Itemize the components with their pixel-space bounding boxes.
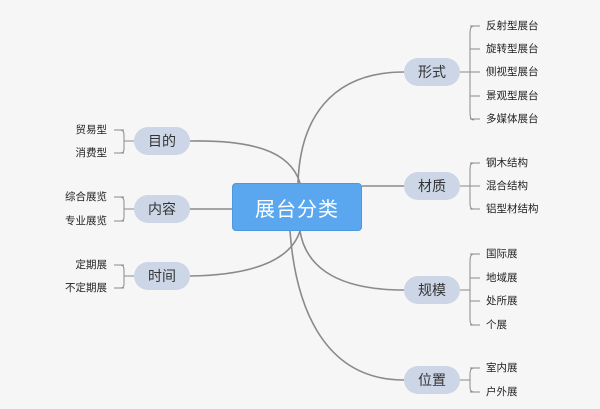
leaf-form-multimedia[interactable]: 多媒体展台 [486, 113, 539, 125]
leaf-content-professional[interactable]: 专业展览 [65, 215, 107, 227]
leaf-material-aluminum[interactable]: 铝型材结构 [486, 203, 539, 215]
leaf-scale-regional[interactable]: 地域展 [486, 272, 518, 284]
leaf-form-sideview[interactable]: 侧视型展台 [486, 66, 539, 78]
leaf-location-indoor[interactable]: 室内展 [486, 362, 518, 374]
leaf-scale-solo[interactable]: 个展 [486, 319, 507, 331]
leaf-time-irregular[interactable]: 不定期展 [65, 282, 107, 294]
leaf-time-regular[interactable]: 定期展 [75, 259, 108, 271]
branch-scale[interactable]: 规模 [404, 276, 460, 304]
branch-form[interactable]: 形式 [404, 58, 460, 86]
branch-location[interactable]: 位置 [404, 366, 460, 394]
branch-purpose[interactable]: 目的 [134, 127, 190, 155]
leaf-material-mixed[interactable]: 混合结构 [486, 180, 528, 192]
leaf-scale-venue[interactable]: 处所展 [486, 295, 518, 307]
leaf-material-steel-wood[interactable]: 钢木结构 [486, 157, 528, 169]
leaf-purpose-consumer[interactable]: 消费型 [75, 147, 108, 159]
branch-content[interactable]: 内容 [134, 195, 190, 223]
link-root-location [289, 230, 405, 381]
leaf-form-rotating[interactable]: 旋转型展台 [486, 43, 539, 55]
leaf-location-outdoor[interactable]: 户外展 [486, 386, 518, 398]
leaf-form-reflective[interactable]: 反射型展台 [486, 20, 539, 32]
branch-time[interactable]: 时间 [134, 262, 190, 290]
root-node[interactable]: 展台分类 [232, 183, 362, 231]
link-root-form [297, 71, 405, 184]
link-root-purpose [189, 140, 301, 184]
leaf-content-comprehensive[interactable]: 综合展览 [65, 191, 107, 203]
leaf-form-landscape[interactable]: 景观型展台 [486, 90, 539, 102]
branch-material[interactable]: 材质 [404, 172, 460, 200]
link-root-time [189, 230, 301, 277]
leaf-scale-international[interactable]: 国际展 [486, 248, 518, 260]
leaf-purpose-trade[interactable]: 贸易型 [75, 124, 108, 136]
link-root-scale [299, 230, 405, 291]
